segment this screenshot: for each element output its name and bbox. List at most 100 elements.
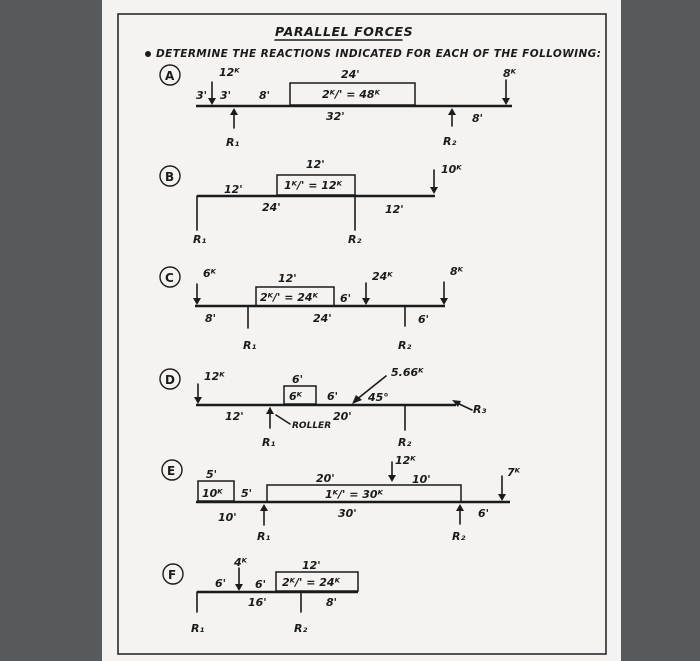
problem-e-d3: 10'	[218, 511, 237, 524]
problem-d-roller-arrowhead	[266, 407, 274, 414]
problem-d-letter: D	[165, 373, 175, 387]
problem-a-d1: 3'	[196, 89, 207, 102]
problem-a: A 12ᴷ 3' 3' 8' 24' 2ᴷ/' = 48ᴷ 32' 8ᴷ 8' …	[159, 64, 517, 149]
problem-d-box	[283, 385, 317, 405]
problem-d-roller-leader	[275, 414, 291, 425]
problem-c-span-top: 12'	[278, 272, 297, 285]
problem-e-udl: 1ᴷ/' = 30ᴷ	[325, 488, 384, 501]
problem-a-span-top: 24'	[341, 68, 360, 81]
problem-c-letter: C	[165, 271, 174, 285]
problem-f-d4: 8'	[326, 596, 337, 609]
problem-e-d1: 5'	[206, 468, 217, 481]
problem-e-letter: E	[167, 464, 175, 478]
problem-d-r3: R₃	[473, 403, 486, 416]
problem-d-roller: ROLLER	[292, 421, 331, 431]
problem-c-marker	[159, 266, 181, 288]
problem-f-load1-arrowhead	[235, 584, 243, 591]
problem-d-box-load: 6ᴷ	[289, 390, 303, 403]
problem-c-r1: R₁	[243, 339, 256, 352]
problem-a-letter: A	[165, 69, 175, 83]
problem-e-d2: 5'	[241, 487, 252, 500]
problem-b-marker	[159, 165, 181, 187]
problem-c-udl: 2ᴷ/' = 24ᴷ	[260, 291, 319, 304]
problem-b-d2: 24'	[262, 201, 281, 214]
problem-e-r1: R₁	[257, 530, 270, 543]
problem-e-marker	[161, 459, 183, 481]
problem-e-udl-box	[266, 484, 462, 503]
problem-f-marker	[162, 563, 184, 585]
problem-a-d2: 3'	[220, 89, 231, 102]
problem-a-load2: 8ᴷ	[503, 67, 517, 80]
problem-b-d1: 12'	[224, 183, 243, 196]
problem-e-span-bottom: 30'	[338, 507, 357, 520]
problem-e-d4: 10'	[412, 473, 431, 486]
problem-e-r2-arrowhead	[456, 504, 464, 511]
problem-b-udl-box	[276, 174, 356, 196]
problem-c-load3-arrowhead	[440, 298, 448, 305]
problem-d-inclined-arrow	[355, 375, 387, 401]
problem-f-span-top: 12'	[302, 559, 321, 572]
problem-c-load1-arrowhead	[193, 298, 201, 305]
bullet-icon	[145, 51, 151, 57]
problem-f-d3: 16'	[248, 596, 267, 609]
problem-a-r2: R₂	[443, 135, 456, 148]
problem-e-load1-arrowhead	[388, 475, 396, 482]
problem-f-r1: R₁	[191, 622, 204, 635]
problem-c: C 6ᴷ 12' 2ᴷ/' = 24ᴷ 6' 24ᴷ 8ᴷ 8' 24' 6' …	[159, 265, 464, 352]
problem-d-load1-arrowhead	[194, 397, 202, 404]
problem-f-d1: 6'	[215, 577, 226, 590]
problem-a-load1: 12ᴷ	[219, 66, 240, 79]
problem-f-letter: F	[168, 568, 176, 582]
problem-c-d1: 6'	[340, 292, 351, 305]
problem-b-r1: R₁	[193, 233, 206, 246]
problem-a-load2-arrowhead	[502, 98, 510, 105]
problem-e-box-load: 10ᴷ	[202, 487, 223, 500]
problem-a-udl: 2ᴷ/' = 48ᴷ	[322, 88, 381, 101]
problem-e-r1-arrowhead	[260, 504, 268, 511]
problem-a-marker	[159, 64, 181, 86]
problem-d-inclined-arrowhead	[352, 395, 362, 404]
problem-f-r2: R₂	[294, 622, 307, 635]
problem-c-r2: R₂	[398, 339, 411, 352]
problem-a-d4: 8'	[472, 112, 483, 125]
problem-e-load2-arrowhead	[498, 494, 506, 501]
problem-d-box-top: 6'	[292, 373, 303, 386]
problem-d-d3: 20'	[333, 410, 352, 423]
page-border	[117, 13, 607, 655]
problem-c-load3: 8ᴷ	[450, 265, 464, 278]
problem-d-inclined: 5.66ᴷ	[391, 366, 424, 379]
problem-c-d3: 6'	[418, 313, 429, 326]
problem-c-span-bottom: 24'	[313, 312, 332, 325]
problem-b-span-top: 12'	[306, 158, 325, 171]
problem-d-d2: 12'	[225, 410, 244, 423]
problem-b-r2: R₂	[348, 233, 361, 246]
paper-sheet	[102, 0, 621, 661]
problem-d-r2: R₂	[398, 436, 411, 449]
problem-b-d3: 12'	[385, 203, 404, 216]
problem-d: D 12ᴷ 6' 6ᴷ 6' 5.66ᴷ 45° 12' ROLLER 20' …	[159, 366, 486, 449]
problem-c-load2-arrowhead	[362, 298, 370, 305]
problem-f-load1: 4ᴷ	[233, 556, 248, 569]
problem-e-d5: 6'	[478, 507, 489, 520]
problem-f: F 4ᴷ 6' 6' 12' 2ᴷ/' = 24ᴷ 16' 8' R₁ R₂	[162, 556, 359, 635]
problem-d-d1: 6'	[327, 390, 338, 403]
problem-c-d2: 8'	[205, 312, 216, 325]
problem-e: E 5' 10ᴷ 5' 10' 12ᴷ 20' 10' 1ᴷ/' = 30ᴷ 3…	[161, 454, 521, 543]
problem-e-load2: 7ᴷ	[507, 466, 521, 479]
problem-d-r1: R₁	[262, 436, 275, 449]
problem-c-load1: 6ᴷ	[203, 267, 217, 280]
problem-d-marker	[159, 368, 181, 390]
problem-a-d3: 8'	[259, 89, 270, 102]
problem-d-angle: 45°	[367, 391, 389, 404]
problem-a-r1: R₁	[226, 136, 239, 149]
problem-b: B 12' 12' 1ᴷ/' = 12ᴷ 24' 12' 10ᴷ R₁ R₂	[159, 158, 462, 246]
problem-b-load: 10ᴷ	[441, 163, 462, 176]
problem-c-load2: 24ᴷ	[372, 270, 393, 283]
problem-b-udl: 1ᴷ/' = 12ᴷ	[284, 179, 343, 192]
problem-e-span-top: 20'	[316, 472, 335, 485]
problem-e-r2: R₂	[452, 530, 465, 543]
problem-f-udl: 2ᴷ/' = 24ᴷ	[282, 576, 341, 589]
problem-f-udl-box	[275, 571, 359, 592]
problem-c-udl-box	[255, 286, 335, 307]
